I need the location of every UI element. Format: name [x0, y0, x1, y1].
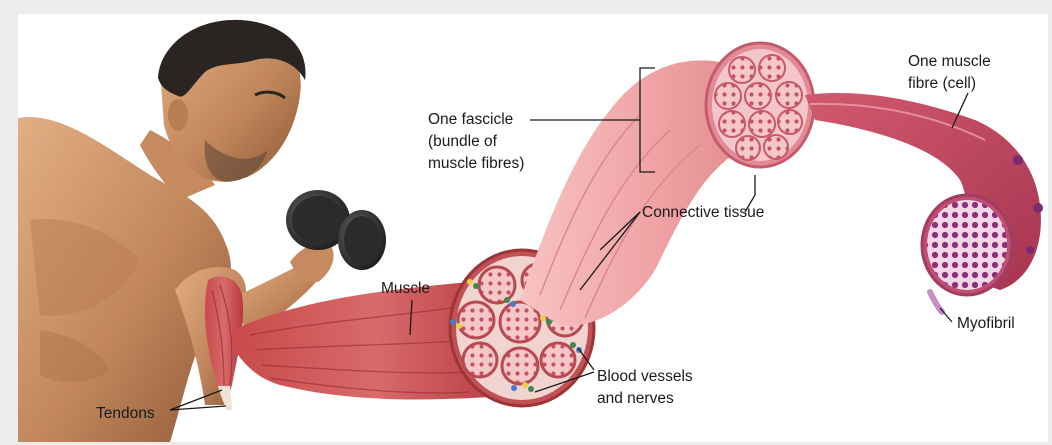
label-muscle: Muscle — [381, 280, 430, 297]
label-connective-tissue: Connective tissue — [642, 204, 764, 221]
label-muscle-fibre-line1: One muscle — [908, 53, 991, 70]
label-fascicle-line3: muscle fibres) — [428, 155, 524, 172]
label-blood-vessels-line2: and nerves — [597, 390, 674, 407]
label-fascicle-line2: (bundle of — [428, 133, 498, 150]
label-blood-vessels-line1: Blood vessels — [597, 368, 693, 385]
label-myofibril: Myofibril — [957, 315, 1015, 332]
label-tendons: Tendons — [96, 405, 155, 422]
label-muscle-fibre-line2: fibre (cell) — [908, 75, 976, 92]
label-fascicle-line1: One fascicle — [428, 111, 513, 128]
